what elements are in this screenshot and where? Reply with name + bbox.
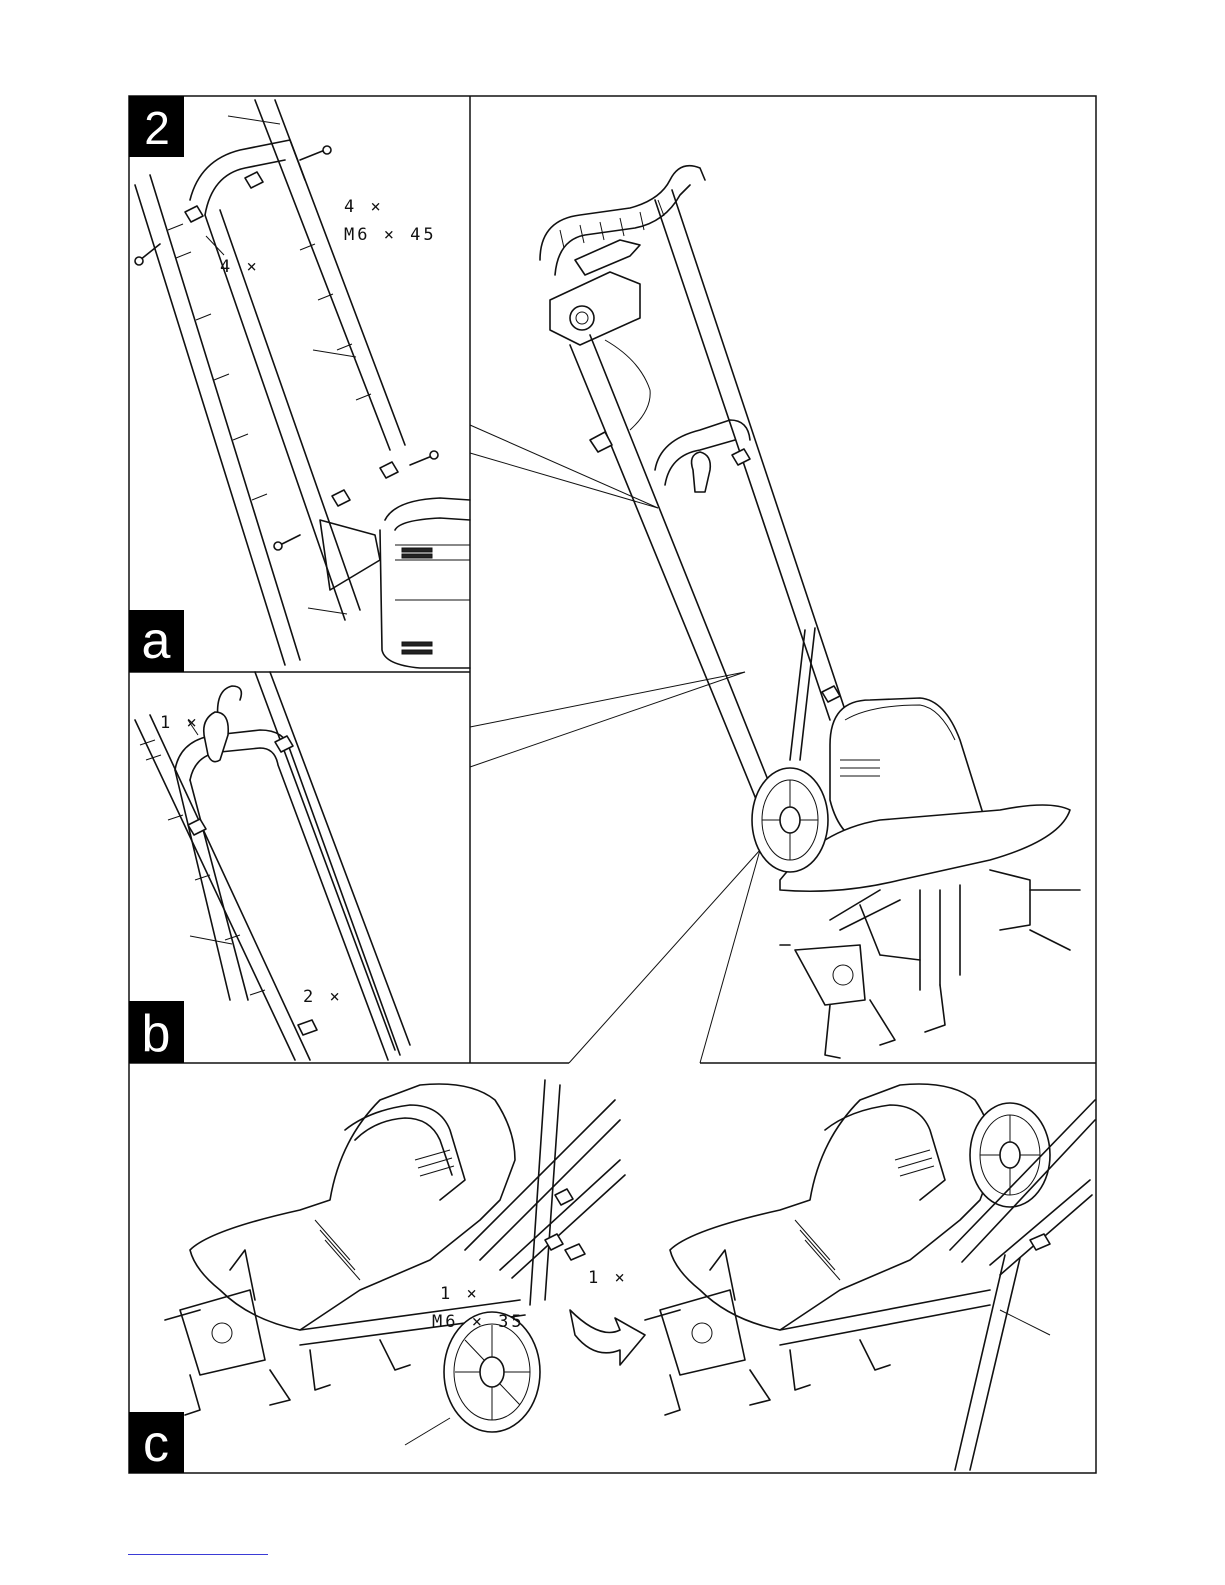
panel-a-badge: a [129,610,184,672]
main-view-drawing [540,166,1080,1058]
panel-b-letter: b [142,1005,171,1063]
panel-a-bolt-count: 4 × [344,197,384,217]
panel-c-letter: c [143,1415,169,1473]
panel-c-left-drawing [165,1080,625,1445]
panel-c-badge: c [129,1412,184,1473]
panel-b-clip-count: 1 × [160,713,200,733]
panel-c-right-drawing [645,1084,1095,1470]
footer-link-underline[interactable] [128,1554,268,1555]
panel-b-badge: b [129,1001,184,1063]
panel-c-bolt-size: M6 × 35 [432,1312,525,1332]
panel-a-letter: a [142,612,171,670]
step-number-badge: 2 [129,96,184,157]
transition-arrow [570,1310,645,1365]
panel-b-knob-count: 2 × [303,987,343,1007]
panel-c-knob-count: 1 × [588,1268,628,1288]
panel-a-bolt-size: M6 × 45 [344,225,437,245]
panel-a-drawing [135,100,470,668]
panel-c-bolt-count: 1 × [440,1284,480,1304]
step-number: 2 [144,102,170,154]
panel-a-knob-count: 4 × [220,257,260,277]
callout-lines [470,425,760,1063]
